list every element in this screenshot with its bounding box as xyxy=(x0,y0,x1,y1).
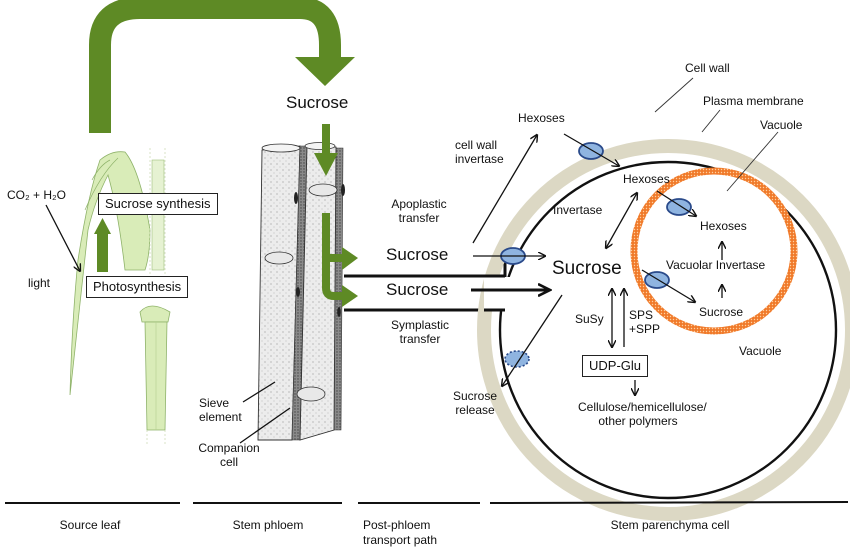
sieve-element-pointer xyxy=(242,381,276,403)
sieve-element-label: Sieve element xyxy=(199,396,242,424)
section-label-line1: Stem parenchyma cell xyxy=(610,518,730,532)
phloem-arrowhead-lower xyxy=(342,285,358,307)
plasma-membrane-label: Plasma membrane xyxy=(703,94,804,108)
companion-cell-pointer xyxy=(239,407,291,444)
apoplastic-line1: Apoplastic xyxy=(391,197,447,211)
phloem-down-arrow-head xyxy=(314,153,338,176)
cell-wall-invertase-label: cell wall invertase xyxy=(455,138,504,166)
cell-wall-pointer xyxy=(654,77,694,113)
apoplastic-transfer-label: Apoplastic transfer xyxy=(384,197,454,225)
hexoses-apoplast-label: Hexoses xyxy=(518,111,565,125)
arrow-sucrose-into-vacuole xyxy=(641,269,695,302)
cell-wall xyxy=(477,139,850,521)
symplastic-transfer-label: Symplastic transfer xyxy=(380,318,460,346)
section-label-source-leaf: Source leaf xyxy=(20,518,160,533)
section-line-parenchyma xyxy=(489,501,849,504)
section-label-line2: transport path xyxy=(363,533,438,547)
release-line1: Sucrose xyxy=(452,389,498,403)
phloem-arrowhead-upper xyxy=(342,247,358,270)
vacuole-pointer xyxy=(726,131,779,192)
arrow-sucrose-release xyxy=(502,294,563,386)
arrow-hexose-vacuole xyxy=(656,190,696,216)
companion-cell-line1: Companion xyxy=(198,441,260,455)
cwi-line2: invertase xyxy=(455,152,504,166)
synthesis-arrow-head xyxy=(94,218,111,234)
arrow-cwi-hexoses xyxy=(472,135,537,244)
cwi-line1: cell wall xyxy=(455,138,498,152)
sucrose-synthesis-box: Sucrose synthesis xyxy=(98,193,218,215)
sps-line2: +SPP xyxy=(629,322,661,336)
sps-spp-label: SPS +SPP xyxy=(629,308,660,336)
sucrose-cytosol-label: Sucrose xyxy=(552,258,622,279)
sucrose-release-label: Sucrose release xyxy=(445,389,505,417)
section-label-parenchyma: Stem parenchyma cell xyxy=(560,518,780,533)
synthesis-arrow-shaft xyxy=(97,232,108,272)
polymers-line1: Cellulose/hemicellulose/ xyxy=(578,400,707,414)
hexoses-cytosol-label: Hexoses xyxy=(623,172,670,186)
vacuolar-invertase-label: Vacuolar Invertase xyxy=(666,258,766,272)
export-arrow xyxy=(89,0,341,133)
light-label: light xyxy=(28,276,51,290)
transporter-hexose xyxy=(578,142,604,160)
sieve-element-line2: element xyxy=(199,410,242,424)
polymers-line2: other polymers xyxy=(598,414,678,428)
companion-cell-line2: cell xyxy=(219,455,238,469)
sieve-element-line1: Sieve xyxy=(199,396,230,410)
phloem-unloading-arrow xyxy=(322,213,343,300)
transporter-tonoplast-hexose xyxy=(666,198,692,216)
section-label-stem-phloem: Stem phloem xyxy=(198,518,338,533)
export-arrowhead xyxy=(295,57,355,86)
photosynthesis-box: Photosynthesis xyxy=(86,276,189,298)
section-label-line1: Stem phloem xyxy=(232,518,304,532)
susy-label: SuSy xyxy=(575,312,604,326)
transporter-efflux xyxy=(504,350,530,368)
symplastic-line2: transfer xyxy=(399,332,441,346)
phloem-branch-upper xyxy=(326,254,344,262)
invertase-label: Invertase xyxy=(553,203,603,217)
section-label-post-phloem: Post-phloem transport path xyxy=(363,518,473,548)
sps-line1: SPS xyxy=(629,308,654,322)
phloem-down-arrow-shaft xyxy=(322,124,330,154)
section-label-line1: Post-phloem xyxy=(363,518,431,532)
apoplastic-line2: transfer xyxy=(398,211,440,225)
companion-cell-label: Companion cell xyxy=(190,441,268,469)
sucrose-phloem-label: Sucrose xyxy=(286,93,349,112)
phloem-drawing xyxy=(257,142,345,441)
sucrose-apoplastic-label: Sucrose xyxy=(386,245,449,264)
vacuole-label: Vacuole xyxy=(739,344,782,358)
section-label-line1: Source leaf xyxy=(59,518,121,532)
sucrose-vacuole-label: Sucrose xyxy=(699,305,744,319)
arrow-hexose-import xyxy=(563,133,619,166)
sucrose-symplastic-label: Sucrose xyxy=(386,280,449,299)
udp-glu-box: UDP-Glu xyxy=(582,355,649,377)
symplastic-line1: Symplastic xyxy=(390,318,449,332)
hexoses-vacuole-label: Hexoses xyxy=(700,219,747,233)
release-line2: release xyxy=(455,403,495,417)
arrow-invertase xyxy=(606,193,637,248)
cell-wall-label: Cell wall xyxy=(685,61,730,75)
polymers-label: Cellulose/hemicellulose/ other polymers xyxy=(578,400,707,428)
plasma-membrane-pointer xyxy=(701,109,721,133)
co2-arrow xyxy=(45,204,80,271)
vacuole-pointer-label: Vacuole xyxy=(760,118,803,132)
co2-h2o-label: CO₂ + H₂O xyxy=(7,188,66,202)
